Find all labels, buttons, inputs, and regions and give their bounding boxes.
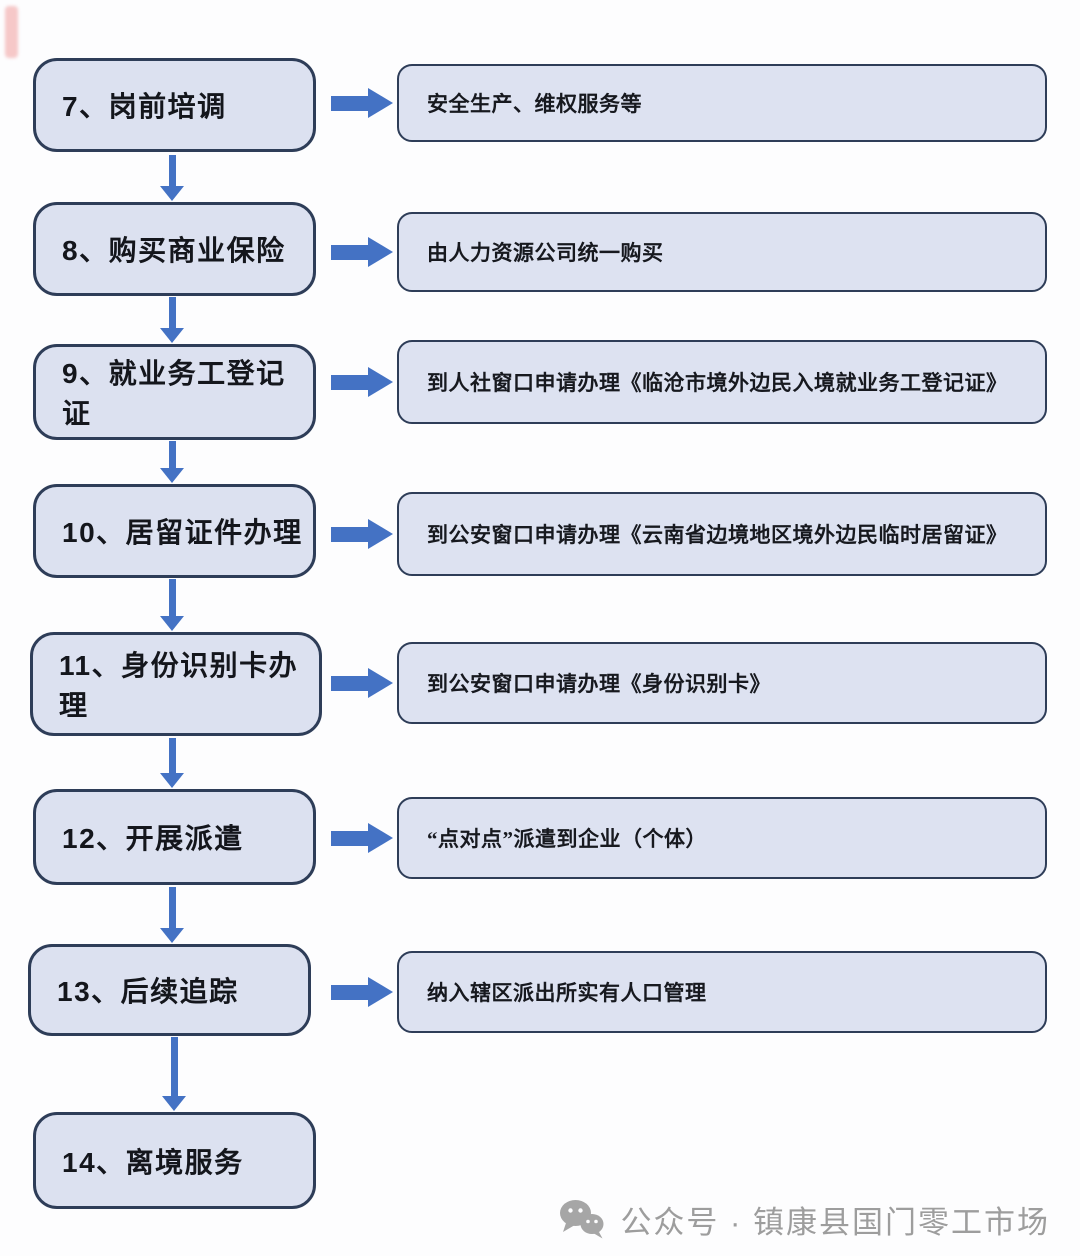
step-box-11: 11、身份识别卡办理 <box>30 632 322 736</box>
arrow-shaft <box>170 1037 178 1096</box>
detail-box-7: 安全生产、维权服务等 <box>397 64 1047 142</box>
footer: 公众号 · 镇康县国门零工市场 <box>558 1194 1050 1244</box>
arrow-head <box>160 616 184 631</box>
arrow-shaft <box>331 244 368 260</box>
arrow-down-icon <box>160 579 184 631</box>
step-label: 12、开展派遣 <box>62 823 244 854</box>
arrow-right-icon <box>331 237 393 267</box>
detail-text: 由人力资源公司统一购买 <box>427 241 664 265</box>
step-label: 13、后续追踪 <box>57 976 239 1007</box>
step-box-12: 12、开展派遣 <box>33 789 316 885</box>
arrow-shaft <box>331 675 368 691</box>
arrow-shaft <box>331 526 368 542</box>
footer-label: 公众号 · 镇康县国门零工市场 <box>620 1204 1050 1240</box>
detail-box-10: 到公安窗口申请办理《云南省边境地区境外边民临时居留证》 <box>397 492 1047 576</box>
step-box-13: 13、后续追踪 <box>28 944 311 1036</box>
arrow-shaft <box>168 738 176 773</box>
arrow-head <box>162 1096 186 1111</box>
arrow-head <box>368 367 393 397</box>
arrow-head <box>160 928 184 943</box>
detail-box-13: 纳入辖区派出所实有人口管理 <box>397 951 1047 1033</box>
step-label: 11、身份识别卡办理 <box>59 650 299 721</box>
arrow-head <box>160 773 184 788</box>
arrow-shaft <box>331 374 368 390</box>
arrow-down-icon <box>160 441 184 483</box>
detail-box-8: 由人力资源公司统一购买 <box>397 212 1047 292</box>
arrow-down-icon <box>160 738 184 788</box>
arrow-shaft <box>331 95 368 111</box>
arrow-right-icon <box>331 977 393 1007</box>
arrow-right-icon <box>331 668 393 698</box>
detail-text: 到公安窗口申请办理《云南省边境地区境外边民临时居留证》 <box>427 523 1008 547</box>
arrow-head <box>160 468 184 483</box>
detail-box-11: 到公安窗口申请办理《身份识别卡》 <box>397 642 1047 724</box>
arrow-head <box>368 977 393 1007</box>
arrow-down-icon <box>160 297 184 343</box>
step-label: 8、购买商业保险 <box>62 235 286 266</box>
arrow-head <box>368 88 393 118</box>
step-box-8: 8、购买商业保险 <box>33 202 316 296</box>
detail-text: 安全生产、维权服务等 <box>427 92 642 116</box>
wechat-icon <box>560 1200 604 1239</box>
arrow-down-icon <box>162 1037 186 1111</box>
arrow-right-icon <box>331 519 393 549</box>
step-label: 7、岗前培调 <box>62 91 227 122</box>
detail-box-9: 到人社窗口申请办理《临沧市境外边民入境就业务工登记证》 <box>397 340 1047 424</box>
step-label: 14、离境服务 <box>62 1146 244 1178</box>
arrow-head <box>160 186 184 201</box>
step-label: 9、就业务工登记证 <box>62 358 286 429</box>
arrow-down-icon <box>160 887 184 943</box>
arrow-down-icon <box>160 155 184 201</box>
detail-text: 到公安窗口申请办理《身份识别卡》 <box>427 672 771 696</box>
arrow-head <box>368 237 393 267</box>
detail-box-12: “点对点”派遣到企业（个体） <box>397 797 1047 879</box>
arrow-right-icon <box>331 88 393 118</box>
arrow-right-icon <box>331 367 393 397</box>
arrow-shaft <box>168 579 176 616</box>
arrow-shaft <box>168 155 176 186</box>
arrow-head <box>160 328 184 343</box>
step-box-9: 9、就业务工登记证 <box>33 344 316 440</box>
red-artifact <box>5 6 18 58</box>
arrow-right-icon <box>331 823 393 853</box>
arrow-shaft <box>331 830 368 846</box>
arrow-head <box>368 823 393 853</box>
step-box-7: 7、岗前培调 <box>33 58 316 152</box>
step-box-10: 10、居留证件办理 <box>33 484 316 578</box>
detail-text: 到人社窗口申请办理《临沧市境外边民入境就业务工登记证》 <box>427 371 1008 395</box>
arrow-shaft <box>331 984 368 1000</box>
step-box-14: 14、离境服务 <box>33 1112 316 1209</box>
detail-text: “点对点”派遣到企业（个体） <box>427 827 707 851</box>
step-label: 10、居留证件办理 <box>62 517 303 548</box>
arrow-shaft <box>168 887 176 928</box>
arrow-shaft <box>168 441 176 468</box>
arrow-head <box>368 668 393 698</box>
arrow-shaft <box>168 297 176 328</box>
arrow-head <box>368 519 393 549</box>
detail-text: 纳入辖区派出所实有人口管理 <box>427 981 707 1005</box>
